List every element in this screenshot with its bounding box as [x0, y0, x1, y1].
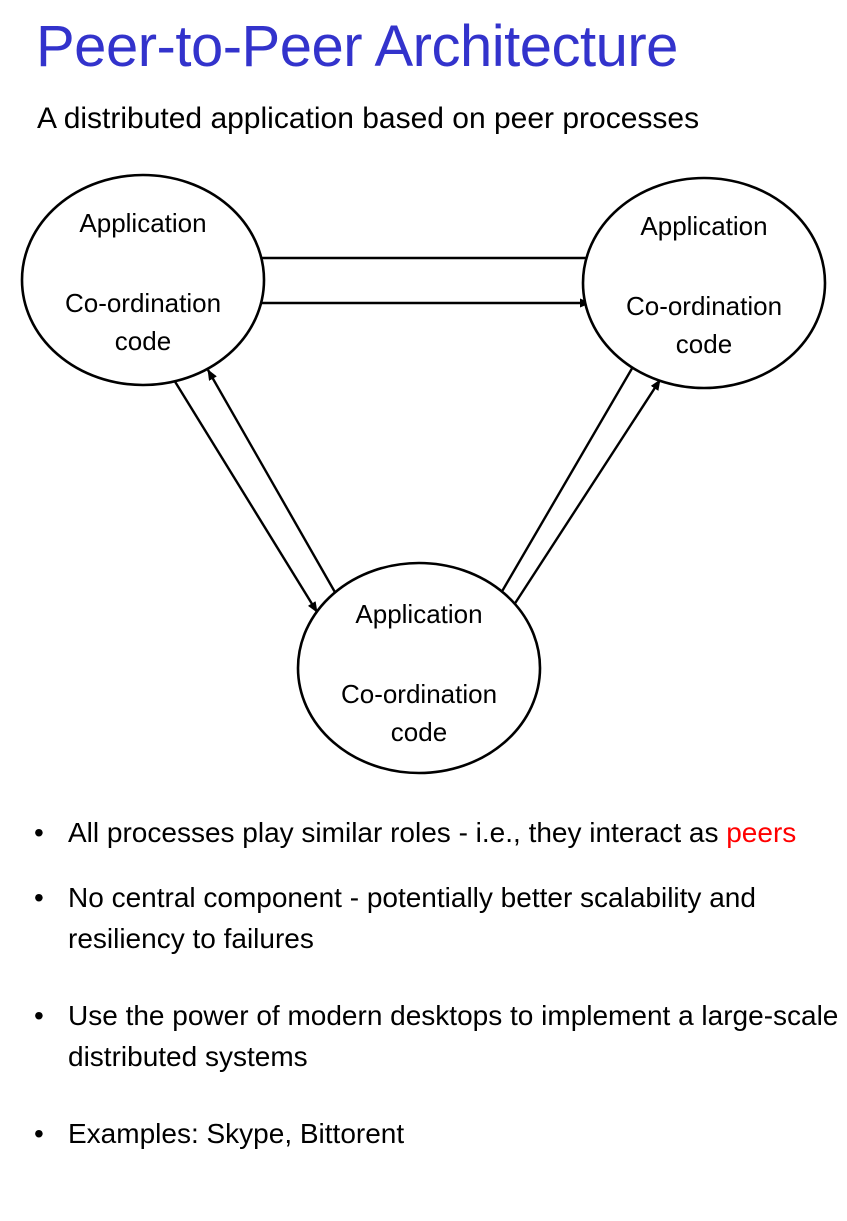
bullet-marker-icon: • [34, 882, 44, 913]
list-item: • All processes play similar roles - i.e… [0, 812, 847, 853]
edge-bottom-to-topleft [206, 369, 346, 609]
edge-bottom-to-topright [510, 379, 662, 609]
page-title: Peer-to-Peer Architecture [36, 14, 678, 79]
bullet-marker-icon: • [34, 1000, 44, 1031]
peer-node-top-right-line3: code [676, 329, 732, 359]
list-item: • No central component - potentially bet… [0, 877, 847, 959]
peer-to-peer-diagram: Application Co-ordination code Applicati… [0, 160, 847, 810]
peer-node-top-left-shape [20, 173, 266, 387]
peer-node-bottom-line3: code [391, 717, 447, 747]
slide-subtitle: A distributed application based on peer … [37, 102, 700, 135]
bullet-text: Examples: Skype, Bittorent [68, 1118, 404, 1149]
list-item: • Use the power of modern desktops to im… [0, 995, 847, 1077]
peer-node-top-left-line2: Co-ordination [65, 288, 221, 318]
bullet-text-pre: No central component - potentially bette… [68, 882, 756, 954]
bullet-text-pre: All processes play similar roles - i.e.,… [68, 817, 727, 848]
bullet-text: No central component - potentially bette… [68, 882, 756, 954]
peer-node-top-right-shape [581, 176, 827, 390]
peer-node-top-right-line2: Co-ordination [626, 291, 782, 321]
bullet-text-pre: Use the power of modern desktops to impl… [68, 1000, 839, 1072]
peer-node-bottom-line2: Co-ordination [341, 679, 497, 709]
bullet-marker-icon: • [34, 817, 44, 848]
peer-node-top-right[interactable]: Application Co-ordination code [581, 176, 827, 390]
bullet-text: All processes play similar roles - i.e.,… [68, 817, 796, 848]
peer-node-bottom-line1: Application [355, 599, 482, 629]
peer-node-bottom-shape [296, 561, 542, 775]
bullet-text-highlight: peers [726, 817, 797, 848]
peer-node-top-right-line1: Application [640, 211, 767, 241]
list-item: • Examples: Skype, Bittorent [0, 1113, 847, 1154]
peer-node-top-left-line1: Application [79, 208, 206, 238]
bullet-list: • All processes play similar roles - i.e… [0, 812, 847, 1154]
bullet-marker-icon: • [34, 1118, 44, 1149]
peer-node-top-left[interactable]: Application Co-ordination code [20, 173, 266, 387]
bullet-text: Use the power of modern desktops to impl… [68, 1000, 838, 1072]
bullet-text-pre: Examples: Skype, Bittorent [68, 1118, 405, 1149]
peer-node-top-left-line3: code [115, 326, 171, 356]
edge-topright-to-bottom [495, 364, 636, 601]
edge-topleft-to-bottom [164, 366, 319, 613]
peer-node-bottom[interactable]: Application Co-ordination code [296, 561, 542, 775]
